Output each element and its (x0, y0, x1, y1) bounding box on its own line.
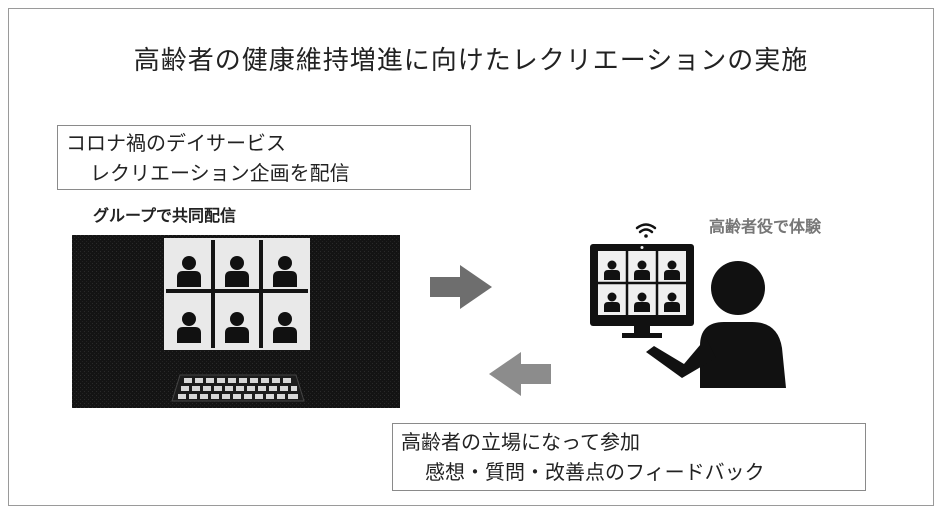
video-conference-screen (72, 235, 400, 408)
feedback-box: 高齢者の立場になって参加 感想・質問・改善点のフィードバック (392, 423, 866, 491)
group-stream-label: グループで共同配信 (93, 206, 237, 225)
wifi-icon (635, 223, 657, 238)
feedback-box-line2: 感想・質問・改善点のフィードバック (425, 460, 765, 484)
monitor-icon (590, 244, 694, 338)
diagram-frame (8, 8, 934, 506)
planning-box: コロナ禍のデイサービス レクリエーション企画を配信 (57, 125, 471, 190)
feedback-arrow-icon (489, 352, 551, 396)
planning-box-line2: レクリエーション企画を配信 (90, 161, 350, 185)
page-title: 高齢者の健康維持増進に向けたレクリエーションの実施 (133, 46, 809, 76)
feedback-box-line1: 高齢者の立場になって参加 (401, 430, 640, 454)
elderly-role-label: 高齢者役で体験 (709, 217, 822, 236)
planning-box-line1: コロナ禍のデイサービス (66, 131, 286, 155)
elderly-viewer-illustration (590, 223, 786, 388)
video-grid-icon (164, 238, 310, 350)
keyboard-icon (171, 374, 305, 402)
forward-arrow-icon (430, 265, 492, 309)
person-silhouette-icon (646, 261, 786, 388)
